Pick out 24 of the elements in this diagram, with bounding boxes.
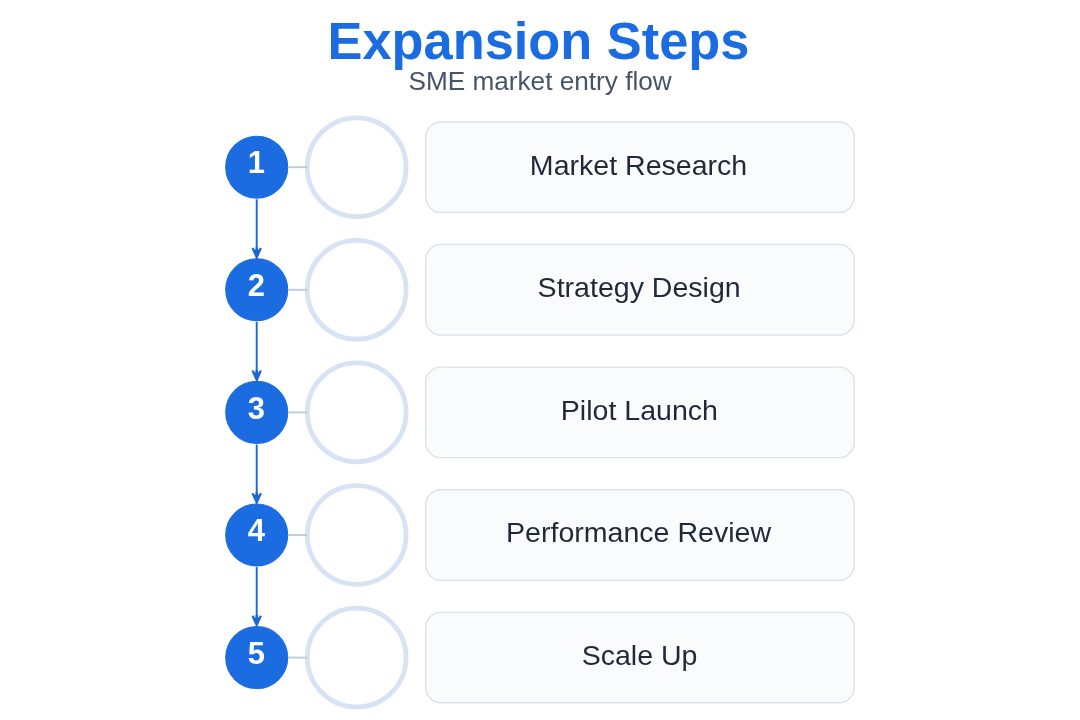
node-circle	[304, 238, 409, 342]
node-circle	[304, 483, 409, 587]
connector	[286, 534, 309, 536]
arrow	[251, 320, 262, 382]
node-circle	[304, 360, 409, 465]
node-circle: 1	[225, 135, 289, 199]
node-circle: 2	[225, 258, 289, 322]
node-box: Pilot Launch	[425, 366, 855, 459]
connector	[286, 656, 309, 659]
node-box: Strategy Design	[425, 243, 855, 336]
node-circle: 5	[225, 626, 289, 690]
node-box: Market Research	[425, 121, 855, 214]
node-circle	[304, 115, 409, 219]
connector	[286, 166, 309, 169]
arrow	[251, 566, 262, 627]
connector	[286, 411, 309, 414]
node-circle: 4	[225, 503, 289, 567]
node-circle: 3	[225, 380, 289, 444]
connector	[286, 288, 309, 291]
node-circle	[304, 605, 409, 710]
arrow	[251, 198, 262, 259]
node-box: Performance Review	[425, 489, 855, 581]
arrow	[251, 443, 262, 504]
node-box: Scale Up	[425, 611, 855, 704]
